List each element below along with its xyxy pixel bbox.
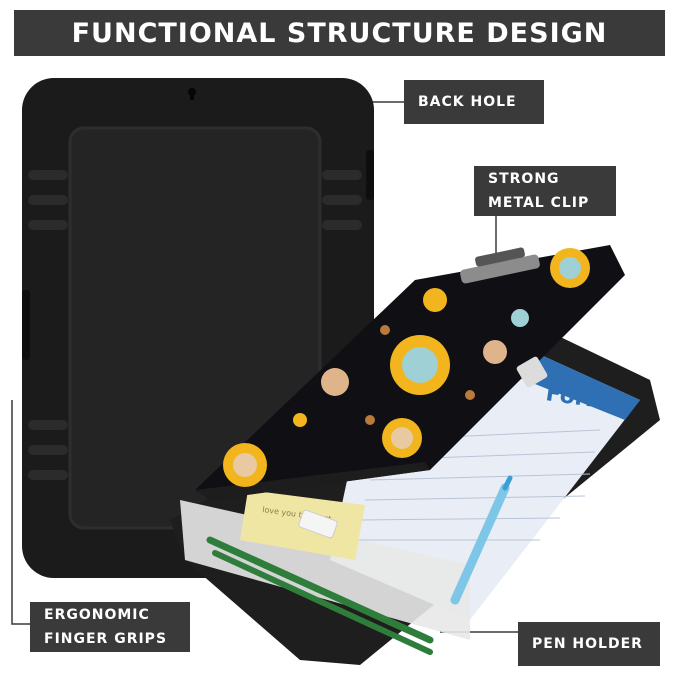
callout-metal-clip: STRONG METAL CLIP — [474, 166, 616, 216]
callout-pen-holder-label: PEN HOLDER — [532, 636, 643, 652]
page-title: FUNCTIONAL STRUCTURE DESIGN — [14, 10, 665, 56]
callout-back-hole: BACK HOLE — [404, 80, 544, 124]
sun-pattern-icon — [223, 248, 590, 487]
metal-clip — [460, 254, 540, 284]
callout-finger-grips: ERGONOMIC FINGER GRIPS — [30, 602, 190, 652]
callout-metal-clip-line1: STRONG — [488, 171, 560, 187]
callout-metal-clip-line2: METAL CLIP — [488, 195, 590, 211]
pen-icon — [450, 483, 510, 605]
clipboard-lid — [195, 245, 625, 500]
callout-finger-grips-line2: FINGER GRIPS — [44, 631, 168, 647]
callout-pen-holder: PEN HOLDER — [518, 622, 660, 666]
pencil-icon — [206, 536, 434, 644]
callout-finger-grips-line1: ERGONOMIC — [44, 607, 150, 623]
callout-back-hole-label: BACK HOLE — [418, 94, 517, 110]
